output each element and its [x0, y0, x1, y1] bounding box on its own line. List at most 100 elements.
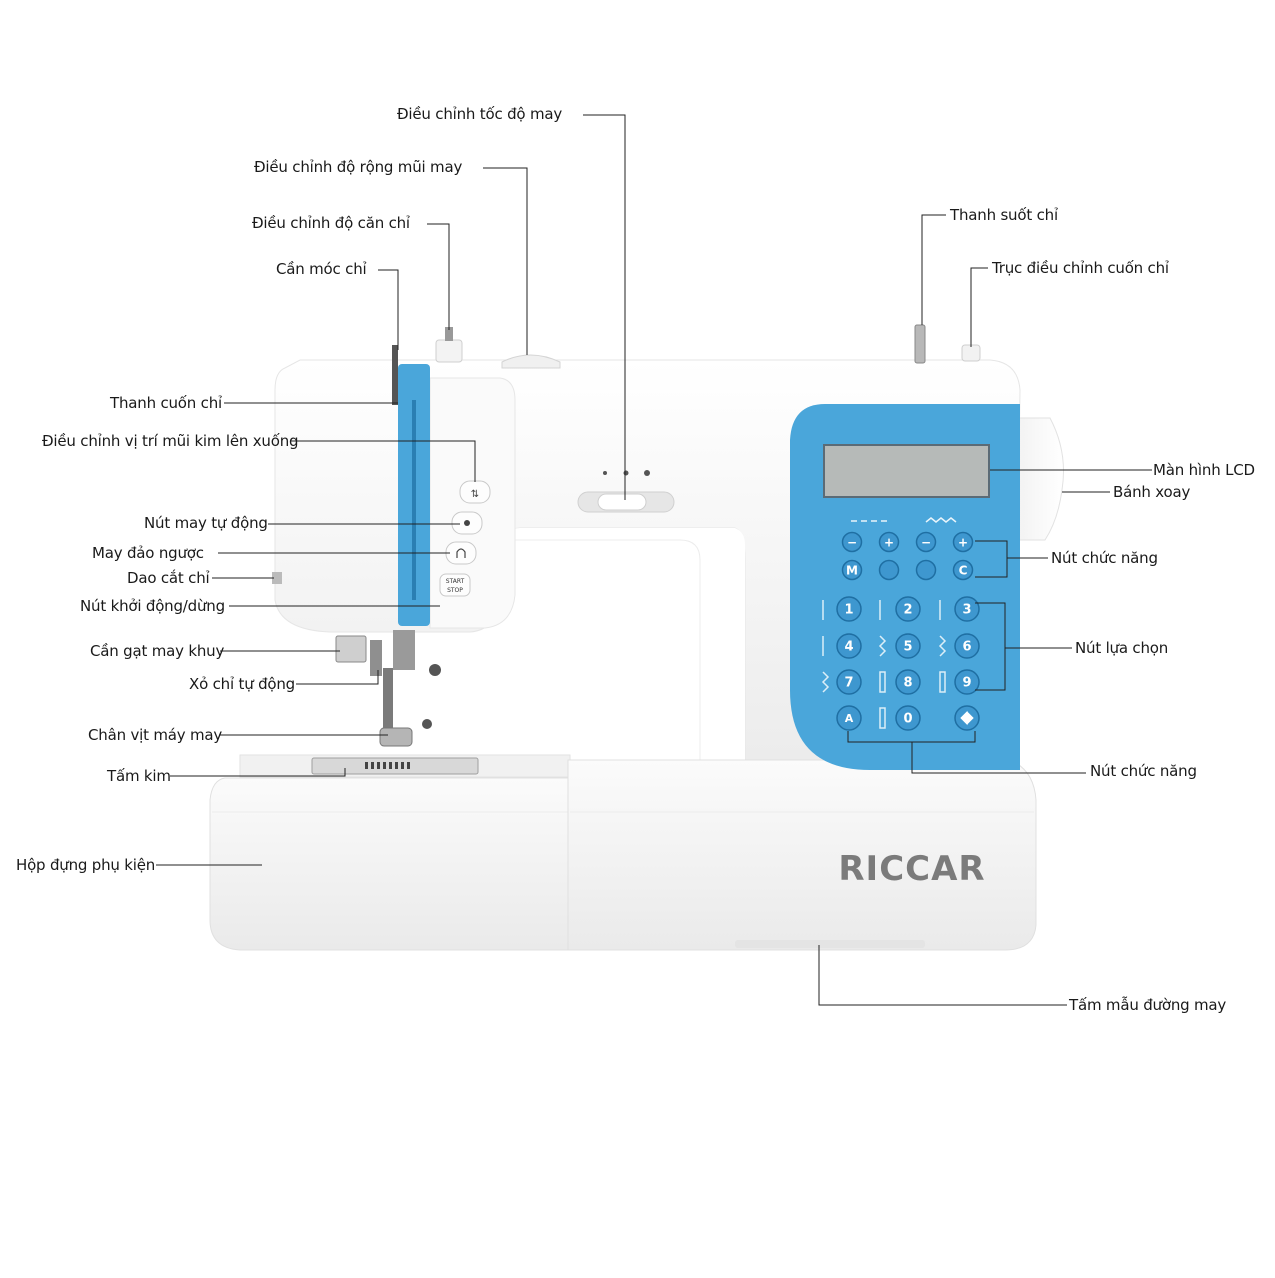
label-needle-up-down: Điều chỉnh vị trí mũi kim lên xuống — [42, 432, 299, 450]
brand-logo: RICCAR — [838, 849, 985, 889]
function-4-key-label: M — [846, 563, 858, 577]
number-6-key-label: 6 — [962, 640, 971, 655]
number-2-key-label: 2 — [903, 603, 912, 618]
arm-opening — [505, 528, 745, 760]
buttonhole-lever[interactable] — [335, 635, 367, 663]
machine-base — [567, 759, 1037, 951]
stitch-icons — [821, 600, 947, 729]
number-3-key-label: 3 — [962, 603, 971, 618]
bobbin-winder-post — [961, 344, 981, 362]
tension-dial[interactable] — [435, 339, 463, 363]
reverse-icon — [456, 548, 466, 558]
label-take-up: Thanh cuốn chỉ — [110, 394, 222, 412]
stitch-chart-tab[interactable] — [735, 940, 925, 948]
label-function-keys-bottom: Nút chức năng — [1090, 762, 1197, 780]
label-thread-cutter: Dao cắt chỉ — [127, 569, 210, 587]
number-1-key[interactable] — [836, 596, 862, 622]
number-7-key[interactable] — [836, 669, 862, 695]
label-bobbin-winder: Trục điều chỉnh cuốn chỉ — [992, 259, 1169, 277]
function-4-key[interactable] — [841, 559, 863, 581]
label-tension: Điều chỉnh độ căn chỉ — [252, 214, 410, 232]
function-5-key[interactable] — [878, 559, 900, 581]
arm-front — [505, 539, 701, 760]
function-1-key[interactable] — [878, 531, 900, 553]
bs-a-key[interactable] — [836, 705, 862, 731]
function-7-key-label: C — [959, 563, 968, 577]
label-auto-threader: Xỏ chỉ tự động — [189, 675, 295, 693]
label-start-stop: Nút khởi động/dừng — [80, 597, 225, 615]
reverse-button[interactable] — [445, 541, 477, 565]
threader[interactable] — [370, 640, 382, 676]
function-keys: − + − + M C — [841, 531, 974, 581]
start-stop-button[interactable] — [439, 573, 471, 597]
label-presser-foot: Chân vịt máy may — [88, 726, 223, 744]
number-6-key[interactable] — [954, 633, 980, 659]
width-dial[interactable] — [501, 354, 561, 369]
function-6-key[interactable] — [915, 559, 937, 581]
number-2-key[interactable] — [895, 596, 921, 622]
label-spool-pin: Thanh suốt chỉ — [950, 206, 1058, 224]
take-up-slot — [412, 400, 416, 600]
presser-bar — [383, 668, 393, 730]
label-function-keys-top: Nút chức năng — [1051, 549, 1158, 567]
zigzag-symbol — [925, 517, 957, 523]
feed-dogs — [365, 762, 410, 769]
number-5-key-label: 5 — [903, 640, 912, 655]
presser-screw — [429, 664, 441, 676]
lcd-screen — [823, 444, 990, 498]
start-stop-text-1: START — [446, 578, 465, 585]
spool-pin — [914, 324, 926, 364]
number-5-key[interactable] — [895, 633, 921, 659]
function-0-key-label: − — [847, 535, 857, 549]
function-0-key[interactable] — [841, 531, 863, 553]
number-4-key-label: 4 — [844, 640, 853, 655]
direction-icon — [960, 710, 974, 726]
speed-dot-1 — [603, 471, 607, 475]
speed-slider-knob[interactable] — [597, 493, 647, 511]
number-9-key-label: 9 — [962, 676, 971, 691]
label-speed: Điều chỉnh tốc độ may — [397, 105, 563, 123]
number-9-key[interactable] — [954, 669, 980, 695]
number-7-key-label: 7 — [844, 676, 853, 691]
thread-hook — [392, 345, 398, 405]
accessory-box[interactable] — [209, 777, 569, 951]
presser-foot — [379, 727, 413, 747]
label-select-keys: Nút lựa chọn — [1075, 639, 1169, 657]
number-4-key[interactable] — [836, 633, 862, 659]
number-0-key[interactable] — [895, 705, 921, 731]
leader-lines — [156, 114, 1152, 1006]
needle-up-down-icon: ⇅ — [471, 489, 479, 500]
handwheel[interactable] — [1014, 417, 1064, 541]
label-lcd: Màn hình LCD — [1153, 461, 1255, 479]
number-1-key-label: 1 — [844, 603, 853, 618]
auto-lock-icon — [464, 520, 470, 526]
needle-clamp-screw — [422, 719, 432, 729]
function-3-key[interactable] — [952, 531, 974, 553]
speed-dot-3 — [644, 470, 650, 476]
label-auto-lock: Nút may tự động — [144, 514, 268, 532]
function-2-key[interactable] — [915, 531, 937, 553]
label-handwheel: Bánh xoay — [1113, 483, 1191, 501]
function-7-key[interactable] — [952, 559, 974, 581]
label-reverse: May đảo ngược — [92, 544, 204, 562]
tension-post — [445, 327, 453, 341]
thread-cutter — [272, 572, 282, 584]
label-buttonhole-lever: Cần gạt may khuy — [90, 642, 225, 660]
number-8-key-label: 8 — [903, 676, 912, 691]
number-3-key[interactable] — [954, 596, 980, 622]
speed-dot-2 — [623, 470, 629, 476]
start-stop-text-2: STOP — [447, 587, 463, 594]
bs-a-key-label: A — [845, 712, 854, 725]
needle-bar — [393, 630, 415, 670]
function-3-key-label: + — [958, 535, 968, 549]
number-8-key[interactable] — [895, 669, 921, 695]
function-2-key-label: − — [921, 535, 931, 549]
number-0-key-label: 0 — [903, 712, 912, 727]
number-keys: 1 2 3 4 5 6 7 8 9 0 A — [836, 596, 980, 731]
label-thread-hook: Cần móc chỉ — [276, 260, 367, 278]
function-1-key-label: + — [884, 535, 894, 549]
label-stitch-width: Điều chỉnh độ rộng mũi may — [254, 158, 463, 176]
label-needle-plate: Tấm kim — [107, 767, 171, 785]
label-accessory-box: Hộp đựng phụ kiện — [16, 856, 156, 874]
